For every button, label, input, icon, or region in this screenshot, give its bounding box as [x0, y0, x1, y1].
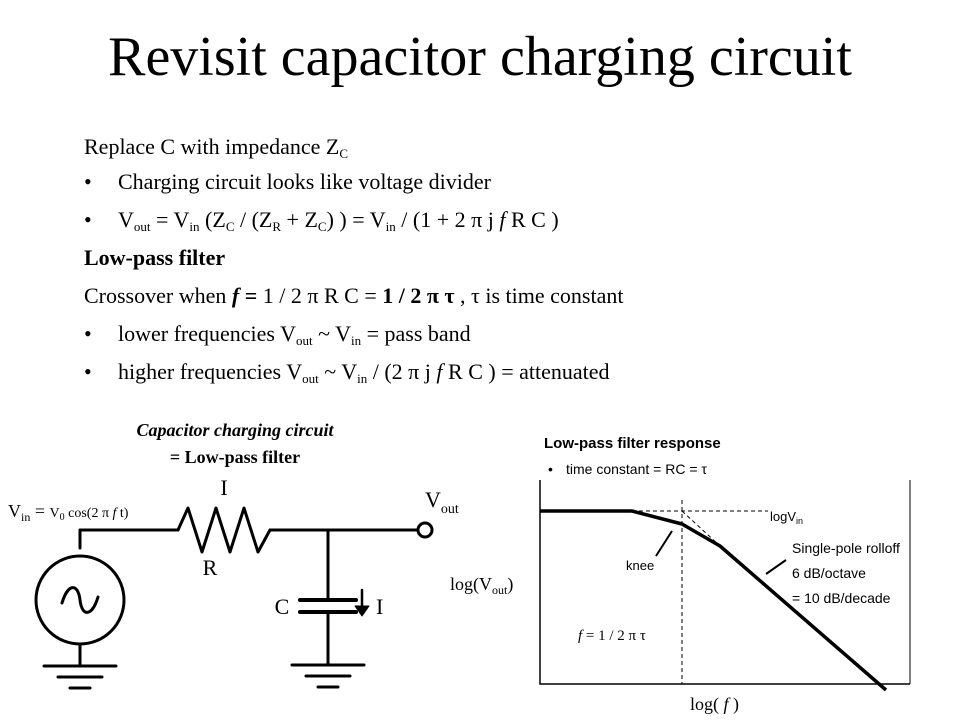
lower-part: lower frequencies V [118, 321, 296, 346]
eq-sub: in [385, 219, 396, 234]
circuit-diagram: Capacitor charging circuit = Low-pass fi… [8, 420, 459, 690]
higher-f: f [436, 359, 443, 384]
vout-label: Vout [425, 487, 459, 517]
higher-sub: out [302, 371, 319, 386]
resistor-label: R [203, 555, 218, 580]
circuit-caption-line2: = Low-pass filter [170, 447, 300, 467]
eq-f: f [499, 207, 506, 232]
higher-part: ~ V [318, 359, 358, 384]
lower-part: ~ V [312, 321, 351, 346]
bullet-higher-frequencies: higher frequencies Vout ~ Vin / (2 π j f… [118, 358, 610, 386]
eq-part: ) ) = V [326, 207, 386, 232]
bullet-voltage-divider: Charging circuit looks like voltage divi… [118, 169, 491, 194]
resistor-zigzag [176, 506, 272, 554]
crossover-part: 1 / 2 π R C = [262, 283, 383, 308]
bullet-lower-frequencies: lower frequencies Vout ~ Vin = pass band [118, 320, 471, 348]
crossover-eq: = [239, 283, 263, 308]
ac-source-sine [60, 586, 100, 614]
higher-part: / (2 π j [367, 359, 437, 384]
vout-terminal [416, 521, 434, 539]
ground-symbol-left [42, 664, 118, 690]
rolloff-label-line1: Single-pole rolloff [792, 540, 900, 556]
eq-part: (Z [199, 207, 226, 232]
bullet-dot: • [84, 359, 92, 384]
lower-part: = pass band [361, 321, 471, 346]
rolloff-asymptote [681, 510, 721, 547]
rolloff-label-line3: = 10 dB/decade [792, 590, 891, 606]
bullet-dot: • [84, 207, 92, 232]
slide-title: Revisit capacitor charging circuit [108, 26, 852, 88]
knee-pointer [655, 530, 673, 557]
circuit-caption-line1: Capacitor charging circuit [136, 420, 334, 440]
eq-part: / (1 + 2 π j [395, 207, 500, 232]
replace-line: Replace C with impedance ZC [84, 133, 348, 161]
crossover-part: Crossover when [84, 283, 232, 308]
higher-part: higher frequencies V [118, 359, 303, 384]
eq-sub: C [225, 219, 235, 234]
plot-frame-axes [539, 480, 910, 685]
x-axis-label: log( f ) [690, 694, 739, 715]
eq-part: = V [150, 207, 190, 232]
bullet-vout-equation: Vout = Vin (ZC / (ZR + ZC) ) = Vin / (1 … [118, 206, 559, 234]
eq-part: / (Z [234, 207, 273, 232]
replace-line-text: Replace C with impedance Z [84, 134, 340, 159]
rolloff-label-line2: 6 dB/octave [792, 565, 866, 581]
crossover-line: Crossover when f = 1 / 2 π R C = 1 / 2 π… [84, 282, 623, 310]
bullet-dot: • [84, 321, 92, 346]
cutoff-label: f = 1 / 2 π τ [578, 628, 646, 644]
response-bullet-time-constant: time constant = RC = τ [566, 461, 707, 477]
bullet-dot: • [84, 169, 92, 194]
lower-sub: in [351, 333, 362, 348]
current-label-top: I [220, 475, 227, 500]
response-heading: Low-pass filter response [544, 435, 721, 452]
eq-part: R C ) [505, 207, 559, 232]
eq-sub: C [317, 219, 327, 234]
vin-label: Vin = V0 cos(2 π f t) [8, 501, 129, 524]
response-plot: Low-pass filter response • time constant… [450, 435, 911, 715]
crossover-bold: 1 / 2 π τ [382, 283, 455, 308]
ground-symbol-right [290, 663, 366, 689]
eq-sub: out [133, 219, 151, 234]
higher-part: R C ) = attenuated [442, 359, 610, 384]
low-pass-heading: Low-pass filter [84, 245, 226, 270]
eq-part: + Z [281, 207, 318, 232]
knee-label: knee [626, 558, 654, 573]
response-bullet-dot: • [548, 461, 553, 477]
rolloff-pointer [765, 559, 787, 575]
eq-sub: R [272, 219, 282, 234]
eq-part: V [118, 207, 134, 232]
capacitor-label: C [275, 594, 290, 619]
higher-sub: in [357, 371, 368, 386]
crossover-part: , τ is time constant [454, 283, 624, 308]
crossover-f: f [231, 283, 240, 308]
logvin-label: logVin [770, 509, 803, 526]
cap-current-label: I [376, 594, 383, 619]
eq-sub: in [189, 219, 200, 234]
cap-current-arrowhead [354, 605, 370, 617]
y-axis-label: log(Vout) [450, 574, 513, 597]
lower-sub: out [295, 333, 313, 348]
replace-line-sub: C [339, 146, 349, 161]
